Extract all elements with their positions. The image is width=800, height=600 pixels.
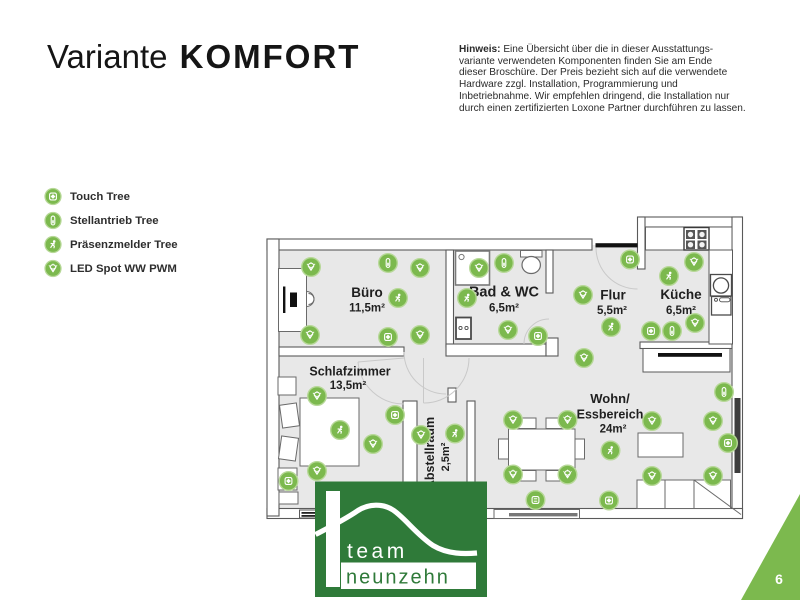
svg-text:neunzehn: neunzehn <box>346 567 450 589</box>
svg-text:11,5m²: 11,5m² <box>349 303 385 315</box>
svg-text:Essbereich: Essbereich <box>577 408 644 422</box>
svg-text:13,5m²: 13,5m² <box>330 380 367 392</box>
svg-text:Büro: Büro <box>351 285 383 300</box>
svg-text:Schlafzimmer: Schlafzimmer <box>309 365 390 379</box>
svg-text:6,5m²: 6,5m² <box>666 305 696 317</box>
svg-text:Flur: Flur <box>600 288 626 303</box>
svg-text:2,5m²: 2,5m² <box>440 442 452 471</box>
svg-text:team: team <box>347 540 408 563</box>
svg-text:24m²: 24m² <box>600 424 627 436</box>
svg-text:Küche: Küche <box>660 287 702 302</box>
svg-text:6,5m²: 6,5m² <box>489 303 519 315</box>
svg-text:6: 6 <box>775 571 783 587</box>
svg-text:5,5m²: 5,5m² <box>597 305 627 317</box>
svg-text:Wohn/: Wohn/ <box>590 391 630 406</box>
svg-text:Bad & WC: Bad & WC <box>469 285 540 301</box>
